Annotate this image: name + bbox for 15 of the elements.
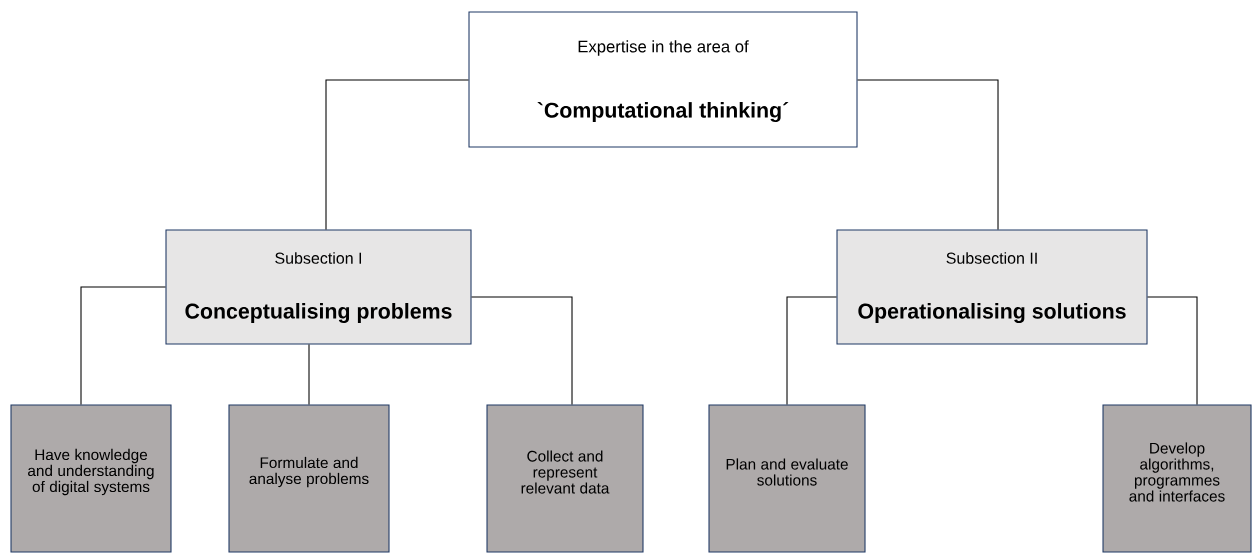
root-box: Expertise in the area of `Computational thinking´ [468,11,858,148]
skill-box: Plan and evaluate solutions [708,404,866,553]
connector-line [471,296,573,405]
connector-line [1147,296,1198,405]
section-box: Subsection II Operationalising solutions [836,229,1148,345]
connector-line [857,79,999,230]
connector-line [786,296,837,405]
skill-box: Have knowledge and understanding of digital systems [10,404,172,553]
section-box: Subsection I Conceptualising problems [165,229,472,345]
connector-line [308,344,310,405]
skill-box: Collect and represent relevant data [486,404,644,553]
skill-box: Formulate and analyse problems [228,404,390,553]
skill-box: Develop algorithms, programmes and interfaces [1102,404,1252,553]
connector-line [325,79,469,230]
connector-line [80,286,166,405]
